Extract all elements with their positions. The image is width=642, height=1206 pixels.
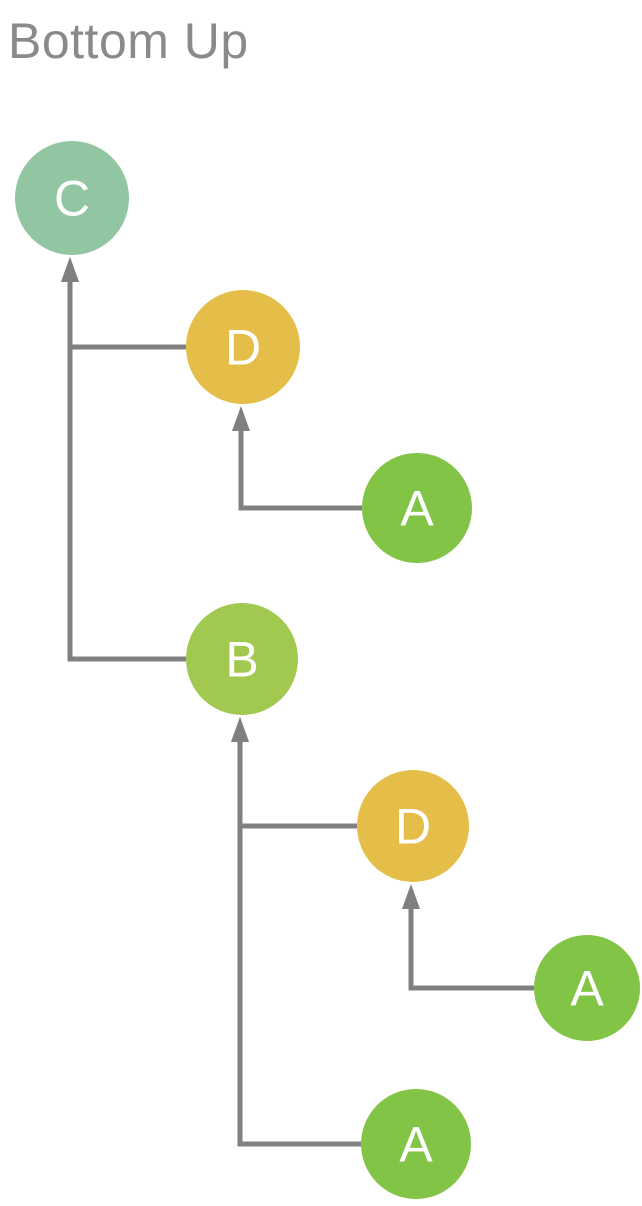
node-label-A3: A — [399, 1117, 433, 1173]
edge-arrowhead-A3-to-B — [231, 717, 249, 742]
node-circle-A1 — [362, 453, 472, 563]
edge-B-to-C — [67, 278, 186, 662]
node-D2: D — [357, 770, 469, 882]
node-C: C — [15, 141, 129, 255]
node-label-A1: A — [400, 481, 434, 537]
edge-arrowhead-B-to-C — [61, 257, 79, 282]
node-A2: A — [534, 935, 640, 1041]
edge-D2-to-B — [237, 738, 357, 829]
node-B: B — [186, 603, 298, 715]
node-A1: A — [362, 453, 472, 563]
page-title: Bottom Up — [8, 13, 249, 69]
edge-arrowhead-A1-to-D1 — [232, 406, 250, 431]
node-A3: A — [361, 1089, 471, 1199]
node-label-C: C — [54, 171, 90, 227]
node-circle-C — [15, 141, 129, 255]
node-label-B: B — [225, 632, 258, 688]
node-circle-D1 — [186, 290, 300, 404]
node-circle-A2 — [534, 935, 640, 1041]
node-label-D2: D — [395, 799, 431, 855]
node-circle-A3 — [361, 1089, 471, 1199]
node-D1: D — [186, 290, 300, 404]
node-circle-B — [186, 603, 298, 715]
edge-A2-to-D2 — [408, 905, 534, 991]
edge-D1-to-C — [67, 278, 186, 350]
edge-A3-to-B — [237, 738, 361, 1147]
edge-A1-to-D1 — [238, 427, 362, 511]
node-circle-D2 — [357, 770, 469, 882]
edge-arrowhead-A2-to-D2 — [402, 884, 420, 909]
node-label-D1: D — [225, 320, 261, 376]
node-label-A2: A — [570, 961, 604, 1017]
